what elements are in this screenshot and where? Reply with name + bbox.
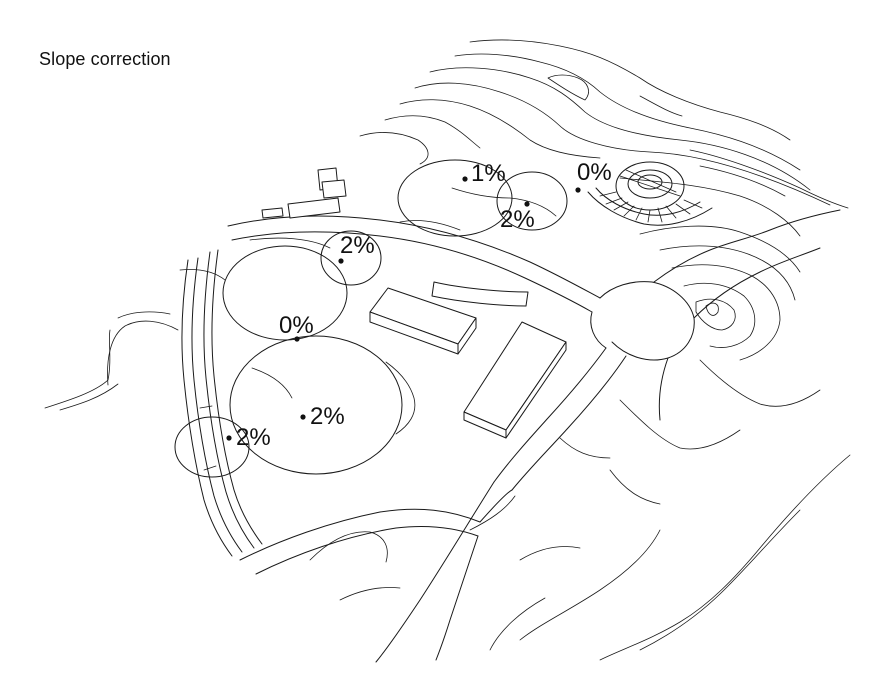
zone-1-label: 1%	[471, 160, 506, 187]
slope-labels: 1% 2% 0% 2% 0% 2% 2%	[236, 159, 612, 451]
zone-1-marker	[462, 176, 468, 182]
zone-7-marker	[226, 435, 232, 441]
zone-3-label: 0%	[577, 159, 612, 186]
slope-zone-outlines	[174, 159, 568, 478]
zone-6-marker	[300, 414, 306, 420]
amphitheatre	[587, 161, 713, 226]
diagram-title: Slope correction	[39, 49, 171, 69]
zone-1-outline	[397, 159, 513, 237]
zone-4-label: 2%	[340, 232, 375, 259]
roads	[227, 209, 841, 663]
zone-5-marker	[294, 336, 300, 342]
zone-2-label: 2%	[500, 206, 535, 233]
zone-7-label: 2%	[236, 424, 271, 451]
zone-4-outline	[320, 230, 382, 286]
zone-3-marker	[575, 187, 581, 193]
small-buildings	[261, 167, 347, 219]
buildings	[369, 281, 567, 439]
zone-5-label: 0%	[279, 312, 314, 339]
zone-6-outline	[229, 335, 403, 475]
measurement-points	[226, 176, 581, 441]
zone-6-label: 2%	[310, 403, 345, 430]
zone-7-outline	[174, 416, 250, 478]
contour-lines	[44, 39, 851, 661]
zone-2-marker	[524, 201, 530, 207]
zone-2-outline	[496, 171, 568, 231]
western-road	[107, 249, 263, 557]
zone-4-marker	[338, 258, 344, 264]
